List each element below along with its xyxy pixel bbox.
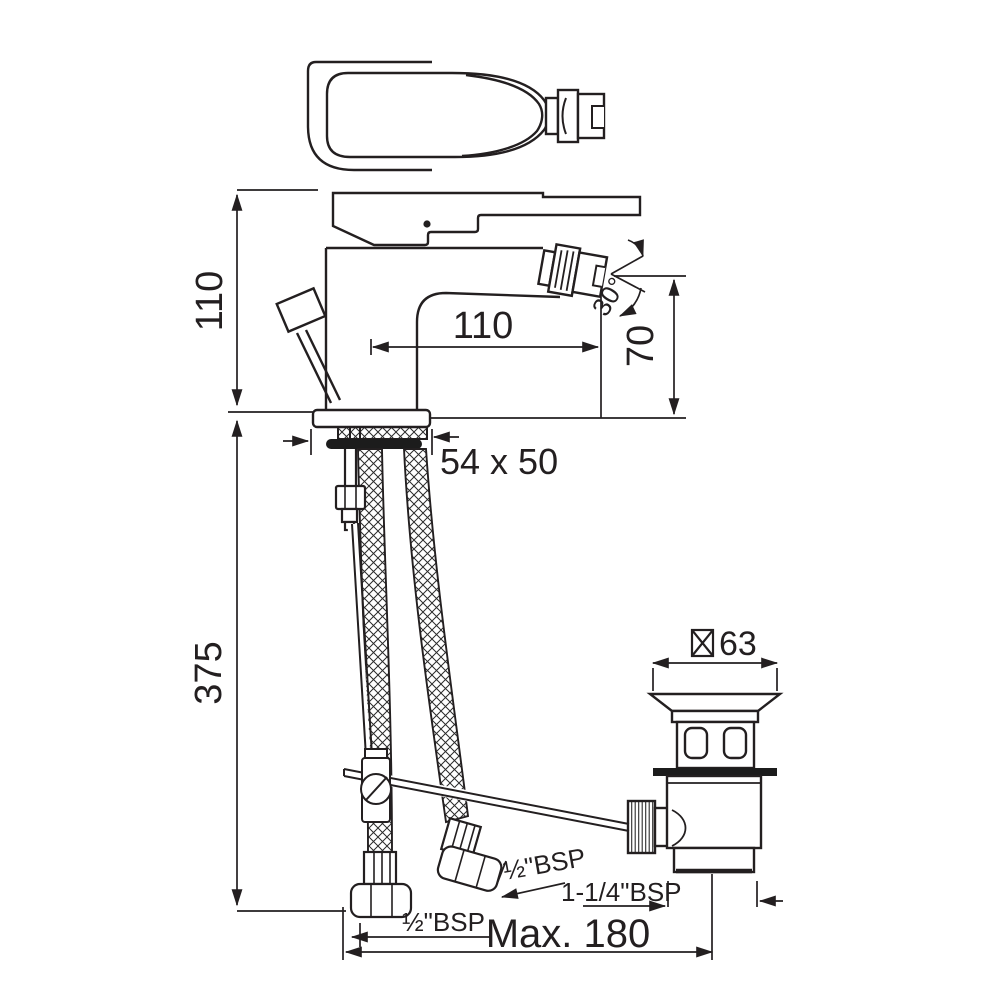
dimensions: 110 375 110 70 30° (188, 189, 783, 960)
aerator (537, 242, 609, 299)
plan-body-outline (325, 71, 550, 159)
handle-profile (331, 191, 642, 247)
spray-angle-annotation (610, 239, 646, 317)
dim-height-110 (228, 189, 318, 413)
dim-waste-63 (651, 628, 779, 691)
base-thread-lines (349, 427, 361, 439)
dim-tip-70-label: 70 (620, 325, 662, 367)
dim-base-54x50-label: 54 x 50 (440, 441, 558, 482)
waste-tail-thread (672, 846, 756, 874)
pop-up-knob (275, 286, 342, 404)
dim-hose-375 (231, 419, 346, 912)
pop-up-waste (626, 692, 784, 874)
overflow-slot-left (683, 726, 709, 760)
waste-knurled-connector (626, 799, 657, 855)
rod-clamp (360, 748, 392, 823)
plan-handle-outline (306, 60, 432, 172)
top-view (306, 60, 606, 172)
plan-aerator (544, 88, 606, 144)
overflow-slot-right (722, 726, 748, 760)
plan-spout-curve (461, 73, 544, 158)
base-plate (311, 408, 432, 429)
dim-bsp-waste-label: 1-1/4"BSP (561, 877, 682, 907)
supply-hose-right (403, 448, 470, 824)
dim-waste-63-label: 63 (719, 625, 757, 663)
dim-bsp-lower (350, 923, 490, 947)
dim-hose-375-label: 375 (188, 641, 230, 704)
dim-bsp-waste (583, 881, 783, 912)
dim-max-180 (342, 874, 714, 960)
dim-reach-110 (370, 295, 602, 418)
base-thread-band (337, 426, 428, 440)
dim-base-54x50 (283, 429, 459, 455)
side-view (275, 191, 642, 449)
handle-pivot-dot (423, 220, 431, 228)
dim-bsp-lower-label: ½"BSP (402, 907, 485, 937)
pop-up-linkage (342, 522, 631, 833)
waste-flange (646, 692, 784, 713)
dim-reach-110-label: 110 (453, 305, 514, 347)
dim-height-110-label: 110 (189, 271, 231, 332)
waste-inner-arc (671, 809, 687, 847)
dim-tip-70 (430, 275, 686, 419)
base-gasket (326, 439, 422, 449)
square-symbol (690, 628, 715, 658)
hose-crimp-left (362, 850, 398, 886)
lift-rod (351, 522, 373, 758)
hose-nut-left (349, 882, 413, 919)
waste-gasket (653, 768, 777, 776)
waste-neck (670, 709, 760, 724)
hose-ends (349, 816, 503, 919)
dim-max-180-label: Max. 180 (486, 912, 651, 956)
dim-bsp-upper (496, 860, 566, 899)
spout-under-edge (415, 291, 561, 410)
